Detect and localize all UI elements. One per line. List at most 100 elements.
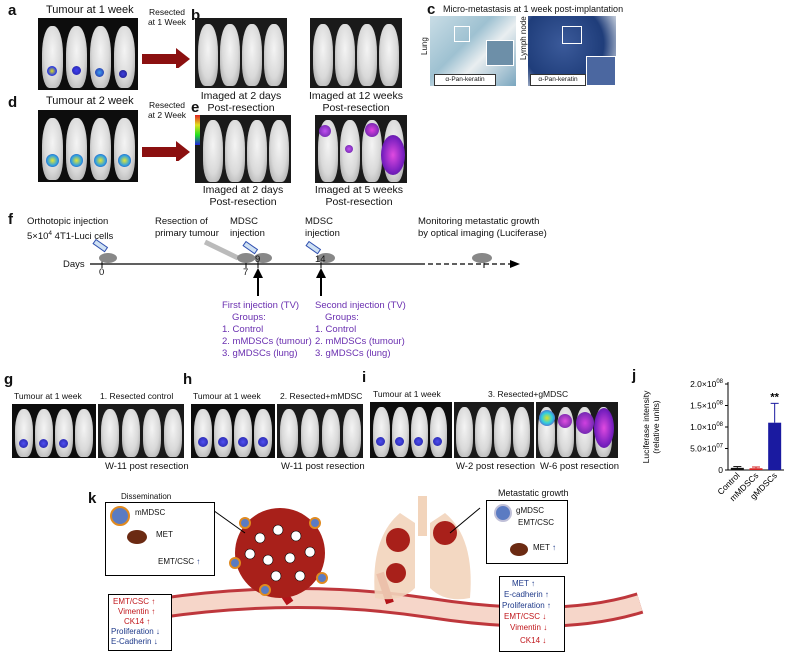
timeline-graphic (90, 238, 520, 296)
luciferase-bar-chart: 05.0×10071.0×10081.5×10082.0×1008Control… (641, 379, 784, 503)
timeline-step4-line1: MDSC (305, 216, 333, 227)
panel-e-image1 (195, 115, 291, 183)
panel-k-right-markers: MET ↑ E-cadherin ↑ Proliferation ↑ EMT/C… (499, 576, 565, 652)
tick-7: 7 (243, 267, 249, 278)
panel-label-b: b (191, 7, 201, 24)
panel-k-emt2: EMT/CSC (518, 518, 554, 527)
y-tick-label: 1.0×1008 (690, 422, 724, 432)
second-injection-title: Second injection (TV) (315, 300, 406, 311)
first-injection-g2: 2. mMDSCs (tumour) (222, 336, 312, 347)
panel-e-caption1a: Imaged at 2 days (202, 184, 284, 196)
panel-a-image (38, 18, 138, 90)
panel-b-image1 (195, 18, 287, 88)
tick-14: 14 (315, 254, 326, 265)
panel-i-title2: 3. Resected+gMDSC (488, 389, 569, 399)
panel-c-title: Micro-metastasis at 1 week post-implanta… (443, 4, 624, 14)
second-injection-g3: 3. gMDSCs (lung) (315, 348, 391, 359)
second-injection-g1: 1. Control (315, 324, 357, 335)
second-injection-groups: Groups: (325, 312, 359, 323)
timeline-step2-line2: primary tumour (155, 228, 219, 239)
y-axis-label: Luciferase intensity(relative units) (641, 390, 661, 464)
panel-h-caption: W-11 post resection (281, 461, 365, 472)
panel-e-caption2a: Imaged at 5 weeks (314, 184, 404, 196)
timeline-step4-line2: injection (305, 228, 340, 239)
panel-k-metastatic: Metastatic growth (498, 488, 569, 498)
tick-0: 0 (99, 267, 105, 278)
panel-i-title: Tumour at 1 week (373, 389, 441, 399)
panel-b-caption1a: Imaged at 2 days (200, 90, 282, 102)
panel-i-image2 (454, 402, 534, 458)
panel-g-title: Tumour at 1 week (14, 391, 82, 401)
panel-d-image (38, 110, 138, 182)
timeline-days-label: Days (63, 259, 85, 270)
panel-c-left-stain: α-Pan-keratin (434, 74, 496, 86)
second-injection-g2: 2. mMDSCs (tumour) (315, 336, 405, 347)
tick-9: 9 (255, 254, 261, 265)
mmdsc-cell-icon (110, 506, 130, 526)
bar-control (730, 467, 744, 470)
first-injection-title: First injection (TV) (222, 300, 300, 311)
timeline-step1-line2: 5×104 4T1-Luci cells (27, 230, 114, 243)
timeline-step2-line1: Resection of (155, 216, 208, 227)
panel-label-j: j (632, 367, 637, 384)
panel-k-emt: EMT/CSC ↑ (158, 557, 201, 566)
panel-label-e: e (191, 99, 200, 116)
panel-k-gmdsc: gMDSC (516, 506, 545, 515)
met-cell-icon-2 (510, 543, 528, 556)
first-injection-g1: 1. Control (222, 324, 264, 335)
bar-gmdscs (768, 422, 782, 470)
first-injection-g3: 3. gMDSCs (lung) (222, 348, 298, 359)
gmdsc-cell-icon (494, 504, 512, 522)
panel-g-image2 (98, 404, 184, 458)
panel-c-right-stain: α-Pan-keratin (530, 74, 586, 86)
panel-k-met2: MET ↑ (533, 543, 556, 552)
y-tick-label: 2.0×1008 (690, 379, 724, 389)
significance-annotation: ** (770, 391, 779, 403)
y-tick-label: 1.5×1008 (690, 401, 724, 411)
bar-mmdscs (749, 468, 763, 470)
panel-label-a: a (8, 2, 17, 19)
panel-e-caption2b: Post-resection (325, 196, 393, 208)
mouse-icon (99, 253, 117, 263)
panel-k-mmdsc: mMDSC (135, 508, 166, 517)
panel-k-dissemination: Dissemination (121, 492, 172, 501)
panel-d-title: Tumour at 2 week (46, 95, 134, 107)
panel-a-title: Tumour at 1 week (46, 4, 134, 16)
met-cell-icon (127, 530, 147, 544)
panel-b-caption2a: Imaged at 12 weeks (309, 90, 403, 102)
timeline-step3-line2: injection (230, 228, 265, 239)
timeline-step3-line1: MDSC (230, 216, 258, 227)
panel-i-caption1: W-2 post resection (456, 461, 536, 472)
panel-h-image1 (191, 404, 275, 458)
panel-g-caption: W-11 post resection (105, 461, 189, 472)
panel-label-c: c (427, 1, 436, 18)
panel-h-image2 (277, 404, 363, 458)
resected-arrow-1 (142, 48, 190, 68)
arrow1-text2: at 1 Week (147, 17, 187, 27)
panel-c-lymph-image: α-Pan-keratin (528, 16, 616, 86)
panel-c-lung-label: Lung (420, 37, 429, 55)
panel-label-k: k (88, 490, 97, 507)
panel-h-title2: 2. Resected+mMDSC (280, 391, 363, 401)
resected-arrow-2 (142, 141, 190, 161)
panel-label-f: f (8, 211, 13, 228)
panel-e-image2 (315, 115, 407, 183)
timeline-step5-line1: Monitoring metastatic growth (418, 216, 540, 227)
panel-i-image1 (370, 402, 452, 458)
panel-e-caption1b: Post-resection (209, 196, 277, 208)
arrow1-text1: Resected (149, 7, 185, 17)
panel-k-schematic (158, 496, 644, 628)
first-injection-groups: Groups: (232, 312, 266, 323)
panel-label-g: g (4, 371, 14, 388)
panel-label-i: i (362, 369, 367, 386)
panel-b-caption2b: Post-resection (322, 102, 390, 114)
panel-i-image3 (536, 402, 618, 458)
arrow2-text1: Resected (149, 100, 185, 110)
panel-label-h: h (183, 371, 193, 388)
panel-h-title: Tumour at 1 week (193, 391, 261, 401)
panel-c-lung-image: α-Pan-keratin (430, 16, 516, 86)
arrow2-text2: at 2 Week (147, 110, 187, 120)
panel-b-caption1b: Post-resection (207, 102, 275, 114)
panel-g-image1 (12, 404, 96, 458)
